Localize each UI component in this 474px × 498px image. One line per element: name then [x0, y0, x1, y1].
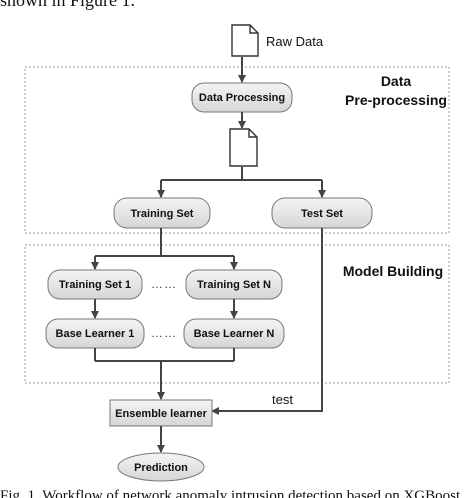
- ensemble-learner-label: Ensemble learner: [115, 408, 207, 420]
- edge-test-to-ensemble: [211, 228, 323, 415]
- training-set-label: Training Set: [131, 208, 194, 220]
- model-building-label: Model Building: [343, 263, 443, 279]
- figure-caption: Fig. 1. Workflow of network anomaly intr…: [0, 488, 461, 498]
- training-set-n-label: Training Set N: [197, 279, 271, 291]
- preprocessing-label-line1: Data: [381, 73, 412, 89]
- training-ellipsis: ……: [151, 277, 177, 291]
- model-building-section-box: [24, 244, 450, 384]
- training-set-1-label: Training Set 1: [59, 279, 131, 291]
- prediction-label: Prediction: [134, 462, 188, 474]
- raw-data-label: Raw Data: [266, 34, 324, 49]
- raw-data-document-icon: [231, 24, 259, 57]
- base-learner-n-label: Base Learner N: [194, 328, 275, 340]
- data-processing-label: Data Processing: [199, 92, 285, 104]
- base-learner-1-label: Base Learner 1: [56, 328, 135, 340]
- top-text: shown in Figure 1.: [0, 0, 135, 10]
- test-edge-label: test: [272, 392, 293, 407]
- preprocessing-label-line2: Pre-processing: [345, 92, 447, 108]
- prediction-node: [117, 452, 205, 482]
- test-set-label: Test Set: [301, 208, 343, 220]
- ensemble-learner-node: [109, 399, 213, 427]
- preprocessing-section-box: [24, 66, 450, 234]
- processed-data-document-icon: [229, 128, 258, 167]
- learner-ellipsis: ……: [151, 326, 177, 340]
